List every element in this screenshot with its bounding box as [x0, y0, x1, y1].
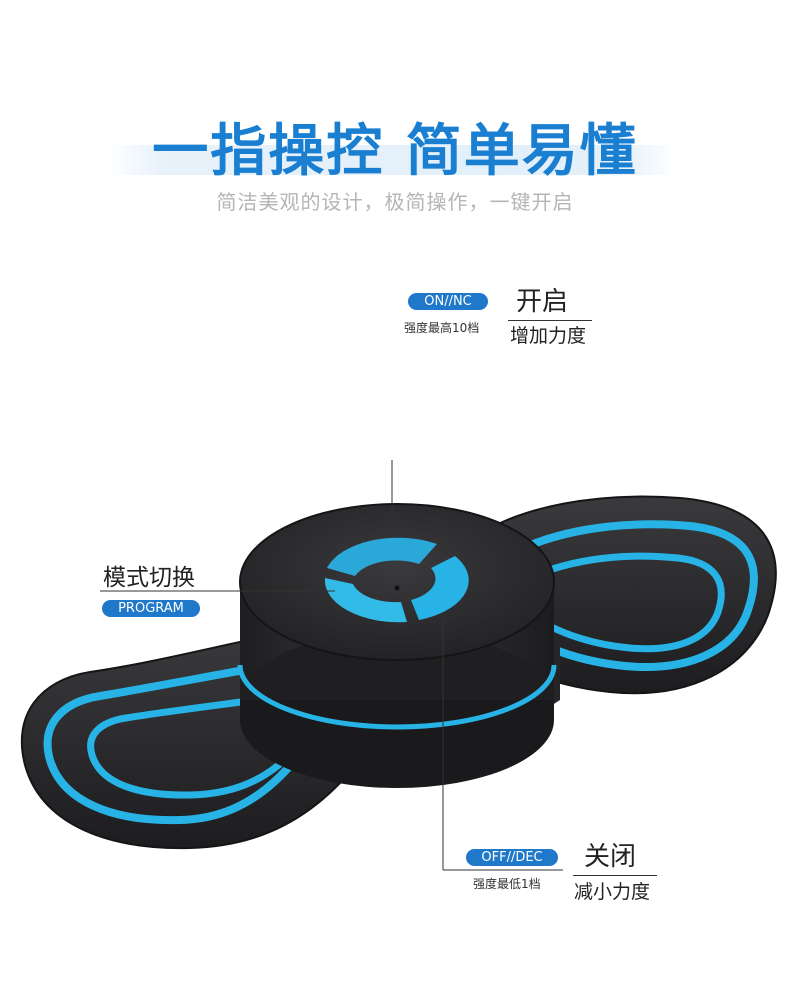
page-title: 一指操控 简单易懂	[152, 119, 638, 184]
program-pill: PROGRAM	[102, 600, 200, 617]
on-note: 强度最高10档	[404, 321, 480, 335]
on-nc-pill: ON//NC	[408, 293, 488, 310]
title-highlight-band	[108, 145, 676, 175]
massager-device-illustration	[20, 460, 777, 871]
control-pod	[237, 503, 557, 788]
off-divider	[573, 875, 657, 876]
page-subtitle: 简洁美观的设计，极简操作，一键开启	[216, 190, 574, 214]
off-dec-pill: OFF//DEC	[466, 849, 558, 866]
on-divider	[508, 320, 592, 321]
program-label: 模式切换	[103, 565, 195, 591]
off-note: 强度最低1档	[473, 877, 541, 891]
control-ring	[324, 537, 469, 623]
off-label: 关闭	[584, 842, 637, 872]
on-label: 开启	[516, 287, 569, 317]
on-sublabel: 增加力度	[510, 325, 587, 347]
off-sublabel: 减小力度	[574, 881, 651, 903]
